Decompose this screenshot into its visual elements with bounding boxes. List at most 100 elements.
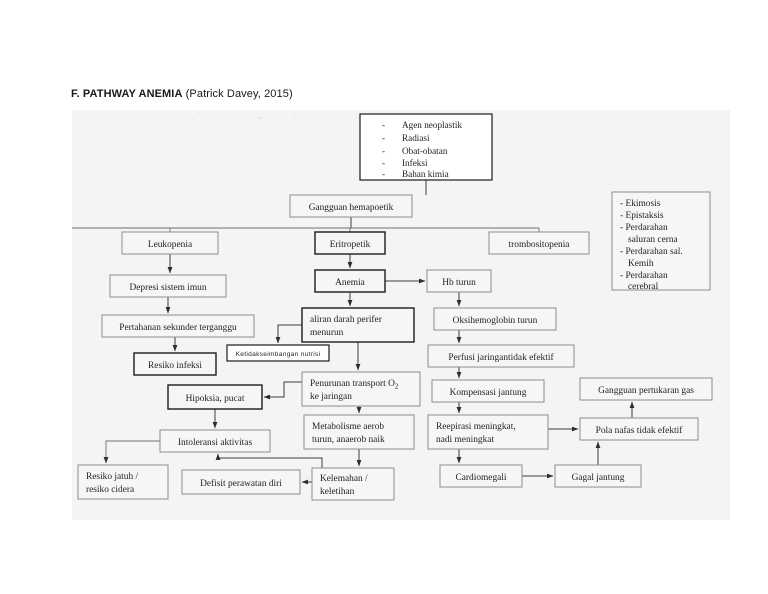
node-gagal-jantung-box <box>554 464 642 488</box>
node-eritropetik-label: Eritropetik <box>330 240 371 250</box>
node-gangguan-pertukaran-gas-label: Gangguan pertukaran gas <box>598 386 694 396</box>
causes-item-1: Radiasi <box>402 133 430 143</box>
node-metabolisme-aerob-box <box>303 414 415 450</box>
node-metabolisme-aerob-label-line1: Metabolisme aerob <box>312 422 384 432</box>
node-ketidakseimbangan-nutrisi-box <box>226 344 330 362</box>
edge-layer <box>72 180 635 485</box>
node-reepirasi-meningkat-label-line1: Reepirasi meningkat, <box>436 422 516 432</box>
node-metabolisme-aerob[interactable]: Metabolisme aerob turun, anaerob naik <box>303 414 415 450</box>
node-resiko-infeksi-box <box>133 352 217 376</box>
node-aliran-darah-perifer-label-line1: aliran darah perifer <box>310 314 383 325</box>
page-title-heading: F. PATHWAY ANEMIA <box>71 88 183 100</box>
node-hipoksia-pucat-box <box>167 384 263 410</box>
bleed-item-1-line-0: - Epistaksis <box>620 211 664 221</box>
node-hipoksia-pucat[interactable]: Hipoksia, pucat <box>167 384 263 410</box>
node-gangguan-pertukaran-gas-box <box>579 377 713 401</box>
node-ketidakseimbangan-nutrisi-label: Ketidakseimbangan nutrisi <box>236 351 321 358</box>
node-gangguan-pertukaran-gas[interactable]: Gangguan pertukaran gas <box>579 377 713 401</box>
bleed-item-3-line-1: Kemih <box>628 259 654 269</box>
node-penurunan-transport-o2-label-line1: Penurunan transport O2 <box>310 379 399 391</box>
node-perfusi-jaringan-label: Perfusi jaringantidak efektif <box>448 352 554 363</box>
node-trombositopenia-box <box>488 231 590 255</box>
node-intoleransi-aktivitas-label: Intoleransi aktivitas <box>178 438 253 448</box>
node-kelemahan-keletihan-label-line2: keletihan <box>320 487 355 497</box>
node-resiko-jatuh[interactable]: Resiko jatuh / resiko cidera <box>77 464 169 500</box>
page-title: F. PATHWAY ANEMIA (Patrick Davey, 2015) <box>71 88 293 100</box>
node-reepirasi-meningkat-box <box>427 414 549 450</box>
node-resiko-infeksi[interactable]: Resiko infeksi <box>133 352 217 376</box>
node-kelemahan-keletihan-label-line1: Kelemahan / <box>320 474 368 484</box>
node-anemia-label: Anemia <box>335 278 366 288</box>
node-defisit-perawatan-diri[interactable]: Defisit perawatan diri <box>181 469 301 495</box>
node-leukopenia[interactable]: Leukopenia <box>121 231 219 255</box>
node-oksihemoglobin-turun[interactable]: Oksihemoglobin turun <box>433 307 557 331</box>
node-kelemahan-keletihan[interactable]: Kelemahan / keletihan <box>311 467 395 501</box>
node-pola-nafas-tidak-efektif-label: Pola nafas tidak efektif <box>596 425 684 436</box>
node-depresi-sistem-imun[interactable]: Depresi sistem imun <box>109 274 227 298</box>
node-penurunan-transport-o2[interactable]: Penurunan transport O2 ke jaringan <box>301 371 421 407</box>
node-depresi-sistem-imun-label: Depresi sistem imun <box>129 283 206 293</box>
scan-artifact: ′ <box>294 115 296 123</box>
causes-item-0: Agen neoplastik <box>402 120 462 130</box>
causes-bullet-1: - <box>382 133 385 143</box>
node-pertahanan-sekunder[interactable]: Pertahanan sekunder terganggu <box>101 314 255 338</box>
node-cardiomegali-box <box>439 464 523 488</box>
node-hb-turun-label: Hb turun <box>442 278 476 288</box>
causes-item-4: Bahan kimia <box>402 169 449 179</box>
anemia-pathway-diagram: ′ ″ ′ <box>72 110 730 520</box>
node-penurunan-transport-o2-box <box>301 371 421 407</box>
node-cardiomegali-label: Cardiomegali <box>455 473 506 483</box>
node-resiko-jatuh-label-line1: Resiko jatuh / <box>86 472 138 482</box>
node-perfusi-jaringan[interactable]: Perfusi jaringantidak efektif <box>427 344 575 368</box>
node-pola-nafas-tidak-efektif[interactable]: Pola nafas tidak efektif <box>579 417 699 441</box>
node-hipoksia-pucat-label: Hipoksia, pucat <box>186 394 245 404</box>
node-hb-turun-box <box>426 269 492 293</box>
causes-bullet-3: - <box>382 158 385 168</box>
edge-penurunan-hipoksia <box>263 381 302 400</box>
node-bleeding-signs-box <box>611 191 711 291</box>
bleed-item-4-line-1: cerebral <box>628 282 659 292</box>
node-kompensasi-jantung-label: Kompensasi jantung <box>450 388 527 398</box>
node-aliran-darah-perifer-box <box>301 307 415 343</box>
flowchart-canvas: ′ ″ ′ <box>72 113 713 501</box>
node-defisit-perawatan-diri-label: Defisit perawatan diri <box>200 478 282 489</box>
node-gangguan-hemapoetik-box <box>289 194 413 218</box>
node-causes[interactable]: - Agen neoplastik - Radiasi - Obat-obata… <box>359 113 493 181</box>
page-title-source: (Patrick Davey, 2015) <box>182 88 293 100</box>
node-resiko-jatuh-box <box>77 464 169 500</box>
node-causes-box <box>359 113 493 181</box>
node-kompensasi-jantung-box <box>431 379 545 403</box>
bleed-item-4-line-0: - Perdarahan <box>620 271 668 281</box>
node-gangguan-hemapoetik[interactable]: Gangguan hemapoetik <box>289 194 413 218</box>
edge-kelemahan-intoleransi <box>215 453 323 468</box>
node-oksihemoglobin-turun-label: Oksihemoglobin turun <box>453 316 538 326</box>
node-kompensasi-jantung[interactable]: Kompensasi jantung <box>431 379 545 403</box>
node-intoleransi-aktivitas-box <box>159 429 271 453</box>
node-hb-turun[interactable]: Hb turun <box>426 269 492 293</box>
node-anemia-box <box>314 269 386 293</box>
node-anemia[interactable]: Anemia <box>314 269 386 293</box>
node-cardiomegali[interactable]: Cardiomegali <box>439 464 523 488</box>
node-aliran-darah-perifer[interactable]: aliran darah perifer menurun <box>301 307 415 343</box>
causes-bullet-2: - <box>382 146 385 156</box>
causes-bullet-0: - <box>382 120 385 130</box>
bleed-item-0-line-0: - Ekimosis <box>620 199 661 209</box>
node-leukopenia-box <box>121 231 219 255</box>
node-reepirasi-meningkat[interactable]: Reepirasi meningkat, nadi meningkat <box>427 414 549 450</box>
node-bleeding-signs[interactable]: - Ekimosis - Epistaksis - Perdarahan sal… <box>611 191 711 292</box>
node-gagal-jantung-label: Gagal jantung <box>572 473 625 483</box>
node-pertahanan-sekunder-label: Pertahanan sekunder terganggu <box>119 323 237 333</box>
scan-artifact: ′ <box>192 118 194 126</box>
node-eritropetik-box <box>314 231 386 255</box>
node-eritropetik[interactable]: Eritropetik <box>314 231 386 255</box>
node-gagal-jantung[interactable]: Gagal jantung <box>554 464 642 488</box>
edge-aliran-nutrisi <box>275 324 302 344</box>
node-trombositopenia-label: trombositopenia <box>509 240 571 250</box>
causes-bullet-4: - <box>382 169 385 179</box>
bleed-item-2-line-1: saluran cerna <box>628 235 679 245</box>
causes-item-3: Infeksi <box>402 158 428 168</box>
node-resiko-infeksi-label: Resiko infeksi <box>148 360 202 371</box>
node-trombositopenia[interactable]: trombositopenia <box>488 231 590 255</box>
node-intoleransi-aktivitas[interactable]: Intoleransi aktivitas <box>159 429 271 453</box>
node-ketidakseimbangan-nutrisi[interactable]: Ketidakseimbangan nutrisi <box>226 344 330 362</box>
